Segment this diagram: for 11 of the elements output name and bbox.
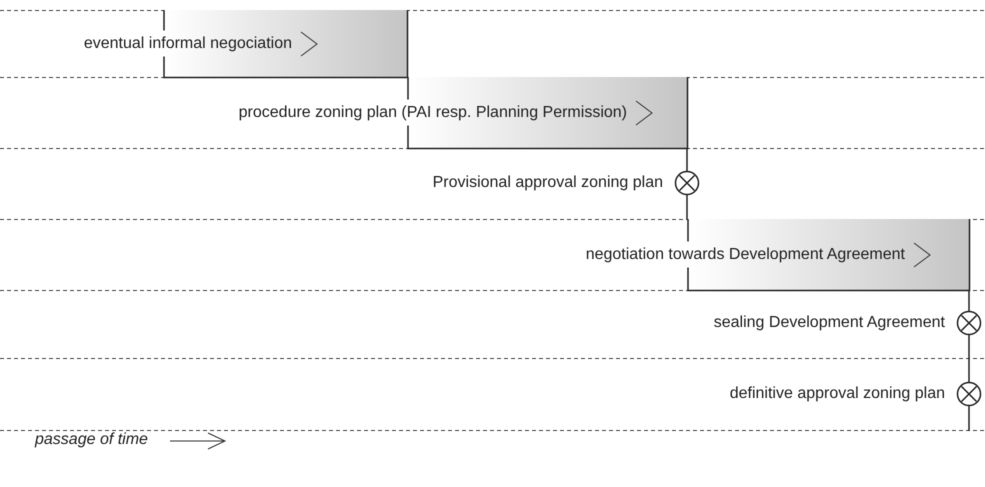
connector-line [968, 335, 970, 382]
task-label: procedure zoning plan (PAI resp. Planning Permission) [238, 102, 627, 122]
milestone-label: definitive approval zoning plan [730, 384, 945, 404]
connector-line [686, 148, 688, 171]
milestone-label: sealing Development Agreement [714, 313, 945, 333]
axis-label: passage of time [35, 430, 148, 450]
connector-line [686, 195, 688, 219]
task-label: eventual informal negociation [84, 34, 292, 54]
milestone-label: Provisional approval zoning plan [432, 173, 663, 193]
connector-line [968, 290, 970, 311]
task-label: negotiation towards Development Agreement [586, 244, 905, 264]
